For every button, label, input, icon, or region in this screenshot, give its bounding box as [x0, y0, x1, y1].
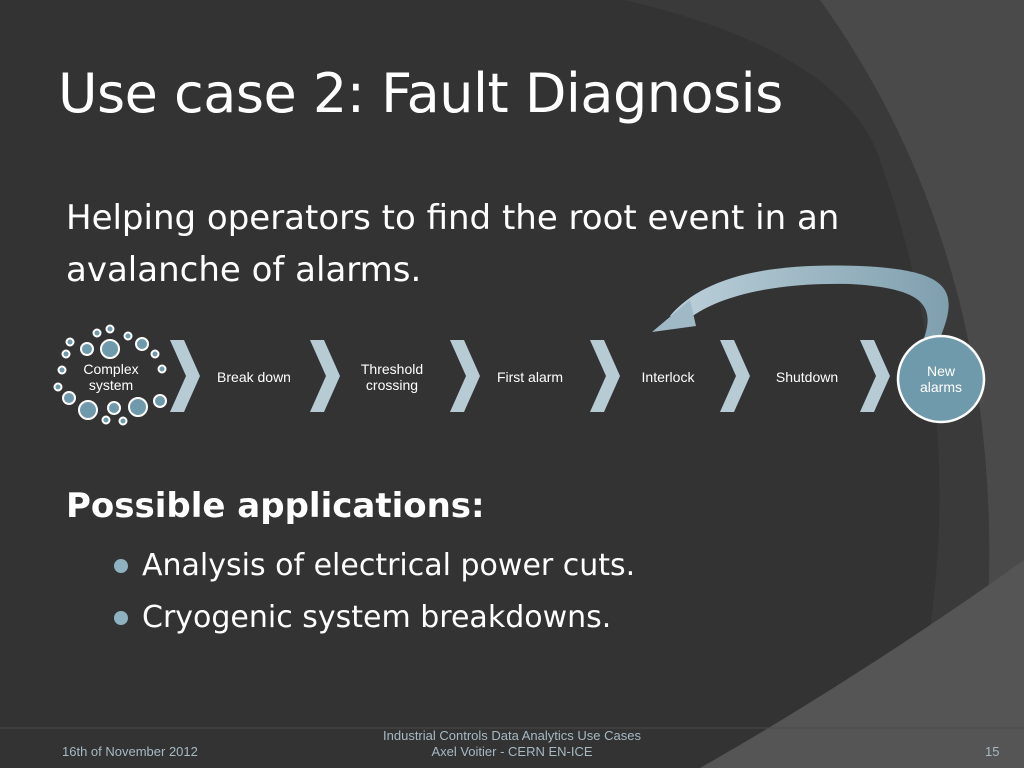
page-number: 15	[985, 744, 1000, 759]
flow-end-line2: alarms	[919, 379, 963, 395]
applications-list: Analysis of electrical power cuts. Cryog…	[112, 540, 635, 644]
flow-step-interlock: Interlock	[641, 369, 695, 385]
slide-subtitle: Helping operators to find the root event…	[66, 198, 840, 290]
chevron-icon-4	[590, 340, 620, 412]
flow-end-line1: New	[926, 363, 956, 379]
chevron-icon-1	[170, 340, 200, 412]
list-item-text: Analysis of electrical power cuts.	[142, 548, 636, 583]
footer-presentation-info: Industrial Controls Data Analytics Use C…	[383, 728, 641, 760]
footer-presentation-title: Industrial Controls Data Analytics Use C…	[383, 728, 641, 743]
background-corner-shade	[820, 0, 1024, 768]
new-alarms-circle	[896, 334, 986, 424]
footer-date: 16th of November 2012	[62, 744, 198, 759]
chevron-icon-2	[310, 340, 340, 412]
flow-step-break-down: Break down	[217, 369, 291, 385]
list-item-text: Cryogenic system breakdowns.	[142, 600, 612, 635]
list-item: Cryogenic system breakdowns.	[112, 592, 635, 644]
footer-author: Axel Voitier - CERN EN-ICE	[431, 744, 593, 759]
flow-step-shutdown: Shutdown	[775, 369, 839, 385]
list-item: Analysis of electrical power cuts.	[112, 540, 635, 592]
background-bottom-shade	[700, 560, 1024, 768]
flow-start-line2: system	[88, 377, 134, 393]
flow-threshold-line1: Threshold	[360, 361, 424, 377]
flow-step-threshold-crossing: Threshold crossing	[361, 361, 423, 393]
flow-chevrons	[170, 340, 890, 412]
flow-end-label: New alarms	[920, 363, 962, 395]
chevron-icon-5	[720, 340, 750, 412]
applications-heading: Possible applications:	[66, 486, 485, 526]
flow-start-label: Complex system	[83, 361, 138, 393]
complex-system-cluster-icon	[53, 324, 167, 426]
slide-title: Use case 2: Fault Diagnosis	[58, 62, 783, 125]
flow-threshold-line2: crossing	[365, 377, 419, 393]
feedback-arrow-head	[652, 300, 696, 332]
bullet-dot-icon	[114, 611, 128, 625]
bullet-dot-icon	[114, 559, 128, 573]
chevron-icon-3	[450, 340, 480, 412]
flow-start-line1: Complex	[83, 361, 139, 377]
chevron-icon-6	[860, 340, 890, 412]
flow-step-first-alarm: First alarm	[496, 369, 564, 385]
feedback-arc-arrow	[670, 265, 949, 338]
